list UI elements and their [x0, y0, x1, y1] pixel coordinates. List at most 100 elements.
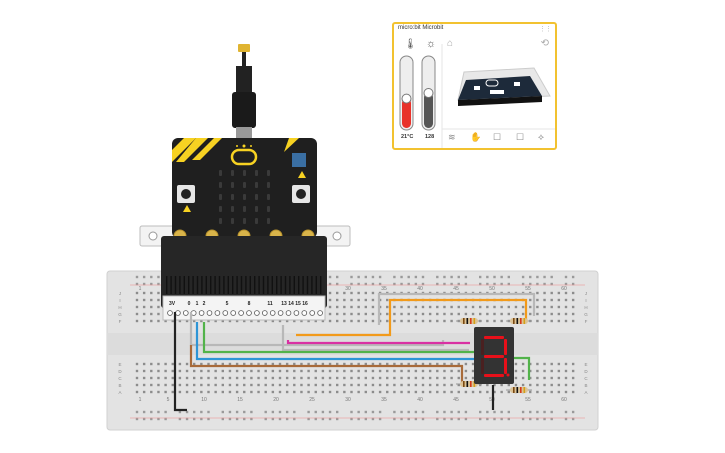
column-number: 40: [417, 286, 423, 292]
connector-slots: [166, 276, 322, 294]
segment-a: [484, 336, 504, 339]
mount-hole: [148, 231, 158, 241]
touch-logo[interactable]: [230, 148, 258, 166]
row-letter: G: [584, 312, 588, 317]
pin-label: 14: [288, 301, 294, 307]
segment-e: [481, 358, 484, 374]
row-letter: I: [585, 298, 586, 303]
wire-gray-lower[interactable]: [281, 325, 469, 352]
led: [219, 170, 222, 176]
led: [243, 170, 246, 176]
light-slider[interactable]: [421, 55, 436, 131]
column-number: 45: [453, 397, 459, 403]
column-number: 40: [417, 397, 423, 403]
led: [219, 218, 222, 224]
wire-green-a[interactable]: [202, 322, 503, 354]
led: [267, 206, 270, 212]
column-number: 1: [139, 286, 142, 292]
wire-black-ground[interactable]: [173, 312, 187, 412]
decimal-point: [506, 373, 510, 377]
seven-segment-display[interactable]: [474, 327, 514, 384]
wire-gray-upper[interactable]: [377, 292, 536, 325]
segment-b: [504, 339, 507, 355]
column-number: 30: [345, 397, 351, 403]
row-letter: E: [584, 362, 587, 367]
usb-cable[interactable]: [232, 44, 256, 139]
reset-view-icon[interactable]: ⟲: [540, 38, 549, 49]
row-letter: A: [118, 390, 121, 395]
column-number: 15: [237, 397, 243, 403]
home-icon[interactable]: ⌂: [447, 38, 454, 49]
led: [255, 194, 258, 200]
row-letter: J: [119, 291, 121, 296]
pin-label: 0: [188, 301, 191, 307]
led: [243, 182, 246, 188]
column-number: 55: [525, 397, 531, 403]
pin-label: 5: [226, 301, 229, 307]
bluetooth-chip: [292, 153, 306, 167]
flip-icon[interactable]: ☐: [516, 132, 525, 142]
row-letter: I: [119, 298, 120, 303]
pin-label: 11: [267, 301, 273, 307]
temperature-slider[interactable]: [399, 55, 414, 131]
led: [231, 194, 234, 200]
shake-icon[interactable]: ≋: [448, 132, 456, 142]
drag-handle-icon[interactable]: ⋮⋮: [539, 26, 552, 33]
segment-g: [484, 355, 504, 358]
led: [267, 170, 270, 176]
panel-graphics: [399, 44, 555, 148]
wires[interactable]: [173, 292, 536, 412]
warning-icon: [298, 171, 306, 178]
wire-orange[interactable]: [296, 298, 528, 337]
row-letter: E: [118, 362, 121, 367]
pin-holes: [167, 310, 323, 316]
button-a[interactable]: [177, 185, 195, 203]
column-number: 35: [381, 397, 387, 403]
wire-brown[interactable]: [189, 345, 464, 383]
freefall-icon[interactable]: ⟡: [538, 132, 544, 142]
resistors[interactable]: [456, 318, 532, 393]
row-letter: D: [118, 369, 122, 374]
led: [255, 218, 258, 224]
led: [243, 194, 246, 200]
row-letter: J: [585, 291, 587, 296]
row-letter: C: [584, 376, 588, 381]
button-b[interactable]: [292, 185, 310, 203]
row-letter: F: [119, 319, 122, 324]
segment-c: [504, 358, 507, 374]
pin-strip: [162, 295, 326, 321]
led: [255, 182, 258, 188]
led: [231, 170, 234, 176]
resistor[interactable]: [506, 387, 532, 393]
tilt-right-icon[interactable]: ☐: [493, 132, 502, 142]
led: [219, 194, 222, 200]
led-matrix: [219, 170, 270, 224]
thermometer-icon: 🌡: [404, 39, 417, 50]
wire-blue[interactable]: [195, 322, 476, 361]
column-number: 20: [273, 397, 279, 403]
microbit-3d-preview[interactable]: [457, 67, 551, 106]
resistor[interactable]: [456, 318, 482, 324]
panel-title: micro:bit Microbit: [398, 25, 444, 31]
led: [267, 218, 270, 224]
row-letter: B: [584, 383, 587, 388]
resistor[interactable]: [506, 318, 532, 324]
display-digit: [481, 336, 507, 377]
column-number: 30: [345, 286, 351, 292]
tilt-left-icon[interactable]: ✋: [470, 132, 482, 142]
led: [231, 206, 234, 212]
row-letter: C: [118, 376, 122, 381]
segment-d: [484, 374, 504, 377]
pin-label: 3V: [169, 301, 176, 307]
column-number: 35: [381, 286, 387, 292]
column-number: 5: [167, 397, 170, 403]
row-letter: H: [118, 305, 121, 310]
wire-magenta[interactable]: [286, 340, 470, 345]
led: [219, 182, 222, 188]
row-letter: F: [585, 319, 588, 324]
microbit-control-panel[interactable]: micro:bit Microbit ⋮⋮ 🌡 ☼ ⌂ ⟲ 21°C 128 ≋…: [392, 22, 557, 150]
